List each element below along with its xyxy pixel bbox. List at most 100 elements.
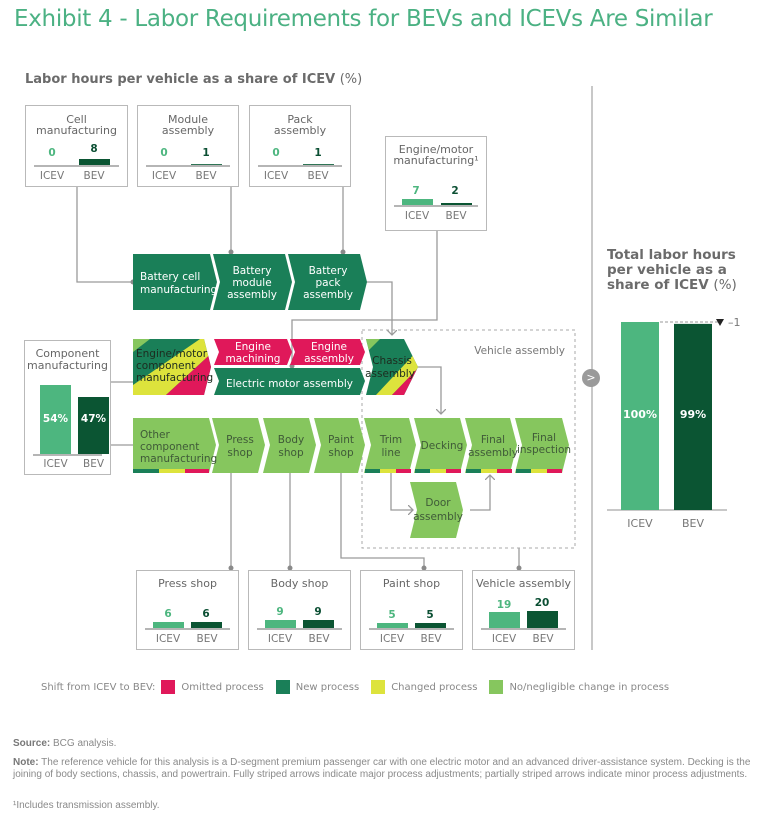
label-bev: BEV	[420, 633, 442, 645]
bar-icev	[153, 622, 184, 628]
baseline	[257, 628, 342, 630]
legend-item-changed: Changed process	[371, 680, 477, 694]
connector-paint	[340, 472, 425, 568]
value-icev: 7	[412, 185, 420, 197]
label-icev: ICEV	[39, 170, 65, 182]
arrow-battery-pack	[288, 254, 367, 310]
delta-down-triangle-icon	[716, 319, 724, 326]
connector-chassis-to-decking	[408, 366, 441, 414]
label-icev: ICEV	[379, 633, 405, 645]
legend-swatch-omitted	[161, 680, 176, 694]
battery-row	[133, 254, 367, 310]
expand-arrow-button[interactable]: >	[582, 369, 600, 387]
label-trim-2: line	[382, 447, 401, 459]
label-electric-motor: Electric motor assembly	[226, 378, 353, 390]
note: Note: The reference vehicle for this ana…	[13, 757, 758, 780]
value-bev: 2	[451, 185, 459, 197]
battery-row-labels: Battery cell manufacturing Battery modul…	[140, 265, 353, 301]
minichart-title-1: Module	[168, 113, 208, 126]
minichart-pack-assembly: Pack assembly 0 1 ICEV BEV	[249, 105, 351, 187]
arrow-battery-cell	[133, 254, 217, 310]
value-bev: 1	[314, 147, 322, 159]
legend-label-new: New process	[295, 681, 360, 693]
page-title: Exhibit 4 - Labor Requirements for BEVs …	[14, 6, 713, 32]
value-bev: 9	[314, 606, 322, 618]
arrow-final-assembly	[465, 418, 517, 473]
source-label: Source:	[13, 738, 51, 749]
label-icev: ICEV	[155, 633, 181, 645]
bar-bev	[415, 623, 446, 628]
legend-swatch-new	[275, 680, 290, 694]
label-bev: BEV	[195, 170, 217, 182]
value-bev: 8	[90, 143, 98, 155]
minichart-body-shop: Body shop 9 9 ICEV BEV	[248, 570, 351, 650]
bar-icev	[265, 620, 296, 628]
baseline	[258, 165, 342, 167]
arrow-trim-line	[364, 418, 416, 473]
arrow-engine-assembly	[290, 339, 365, 365]
arrow-decking	[414, 418, 467, 473]
main-row	[133, 418, 569, 538]
vehicle-assembly-group-label: Vehicle assembly	[474, 345, 565, 357]
label-icev: ICEV	[43, 458, 68, 470]
label-bev: BEV	[196, 633, 218, 645]
total-labor-chart: –1 100%99% ICEV BEV	[607, 316, 741, 530]
total-title-line-3: share of ICEV	[607, 277, 709, 293]
total-xlabel-bev: BEV	[682, 517, 704, 530]
total-xlabel-icev: ICEV	[627, 517, 653, 530]
label-chassis-1: Chassis	[372, 355, 412, 367]
label-bev: BEV	[445, 210, 467, 222]
label-other-component-1: Other	[140, 429, 170, 441]
minichart-title: Press shop	[158, 577, 217, 590]
value-icev: 0	[272, 147, 280, 159]
bar-bev	[303, 620, 334, 628]
connector-door-to-final	[470, 475, 490, 511]
minichart-title-1: Cell	[66, 113, 87, 126]
bar-bev	[527, 611, 558, 628]
subtitle-text: Labor hours per vehicle as a share of IC…	[25, 72, 336, 87]
total-title-unit: (%)	[713, 277, 737, 293]
total-title-line-2: per vehicle as a	[607, 262, 727, 278]
label-decking: Decking	[421, 440, 464, 452]
minichart-title-1: Pack	[287, 113, 313, 126]
label-engine-assembly-2: assembly	[304, 353, 354, 365]
bar-bev	[78, 397, 109, 454]
label-bev: BEV	[82, 458, 105, 470]
value-icev: 54%	[42, 413, 69, 425]
minichart-component-manufacturing: Component manufacturing 54% 47% ICEV BEV	[24, 340, 111, 475]
minichart-title: Body shop	[270, 577, 329, 590]
legend: Shift from ICEV to BEV: Omitted process …	[41, 680, 675, 694]
bar-bev	[79, 159, 110, 165]
total-value-icev: 100%	[623, 408, 657, 421]
minichart-cell-manufacturing: Cell manufacturing 0 8 ICEV BEV	[25, 105, 128, 187]
label-chassis-2: assembly	[365, 368, 415, 380]
partial-change-stripes	[133, 469, 562, 473]
value-bev: 1	[202, 147, 210, 159]
total-value-bev: 99%	[680, 408, 706, 421]
minichart-title-2: manufacturing	[27, 359, 108, 372]
arrow-body-shop	[263, 418, 316, 473]
label-trim-1: Trim	[379, 434, 402, 446]
label-bev: BEV	[308, 633, 330, 645]
label-press-2: shop	[227, 447, 253, 459]
label-final-inspection-1: Final	[532, 432, 556, 444]
label-emc-2: component	[136, 360, 195, 372]
minichart-title: Paint shop	[382, 577, 441, 590]
subtitle-unit: (%)	[339, 72, 363, 87]
bar-icev	[40, 385, 71, 454]
bar-bev	[303, 164, 334, 166]
label-battery-pack-1: Battery	[309, 265, 348, 277]
bar-icev	[402, 199, 433, 205]
total-bar-bev	[674, 323, 712, 510]
label-bev: BEV	[83, 170, 105, 182]
minichart-title-1: Component	[35, 347, 100, 360]
legend-item-new: New process	[275, 680, 360, 694]
label-paint-2: shop	[328, 447, 354, 459]
baseline	[369, 628, 454, 630]
arrow-engine-motor-component	[133, 339, 211, 395]
label-other-component-2: component	[140, 441, 199, 453]
minichart-module-assembly: Module assembly 0 1 ICEV BEV	[137, 105, 239, 187]
baseline	[33, 454, 102, 456]
minichart-title-2: assembly	[161, 124, 215, 137]
label-icev: ICEV	[404, 210, 430, 222]
